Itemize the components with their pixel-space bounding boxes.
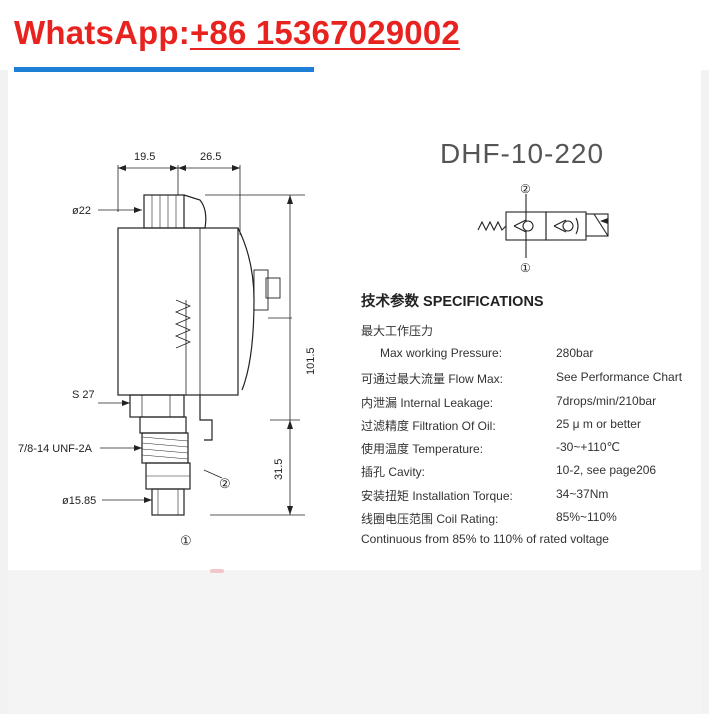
spec-value-filtration: 25 μ m or better [556,417,641,431]
spec-value-flow: See Performance Chart [556,370,683,384]
spec-value-coil-rating: 85%~110% [556,510,617,524]
spec-value-temperature: -30~+110℃ [556,440,620,454]
spec-label-coil-rating: 线圈电压范围 Coil Rating: [361,512,499,526]
dim-diameter-bottom: ø15.85 [62,495,96,507]
spec-value-cavity: 10-2, see page206 [556,463,657,477]
spec-value-torque: 34~37Nm [556,487,609,501]
dim-diameter-top: ø22 [72,205,91,217]
port-2-label: ② [219,476,231,491]
symbol-port-bottom: ① [520,261,531,275]
whatsapp-number[interactable]: +86 15367029002 [189,14,460,51]
spec-label-filtration: 过滤精度 Filtration Of Oil: [361,419,496,433]
port-1-label: ① [180,533,192,548]
whatsapp-watermark: WhatsApp:+86 15367029002 [14,14,460,52]
specifications-title: 技术参数 SPECIFICATIONS [361,294,544,310]
hydraulic-symbol: ② ① [477,182,609,275]
spec-label-max-pressure-cn: 最大工作压力 [361,324,434,338]
whatsapp-prefix: WhatsApp: [14,14,190,51]
dim-top-left: 19.5 [134,151,155,163]
dim-height-lower: 31.5 [273,459,285,480]
thread-label: 7/8-14 UNF-2A [18,443,93,455]
dim-height-total: 101.5 [305,347,317,375]
spec-label-torque: 安装扭矩 Installation Torque: [361,489,513,503]
frame-bottom-area [0,570,709,714]
spec-footer-note: Continuous from 85% to 110% of rated vol… [361,532,609,546]
spec-label-max-pressure: Max working Pressure: [380,346,503,360]
spec-label-temperature: 使用温度 Temperature: [361,442,484,456]
spec-value-max-pressure: 280bar [556,346,594,360]
spec-label-flow: 可通过最大流量 Flow Max: [361,372,504,386]
stray-mark [210,569,224,573]
spec-label-cavity: 插孔 Cavity: [361,465,426,479]
dim-top-right: 26.5 [200,151,221,163]
model-title: DHF-10-220 [440,138,605,169]
drawing-sheet [8,78,701,570]
watermark-underline [14,67,314,72]
spec-label-leakage: 内泄漏 Internal Leakage: [361,396,494,410]
hex-size-label: S 27 [72,389,95,401]
spec-value-leakage: 7drops/min/210bar [556,394,657,408]
symbol-port-top: ② [520,182,531,196]
